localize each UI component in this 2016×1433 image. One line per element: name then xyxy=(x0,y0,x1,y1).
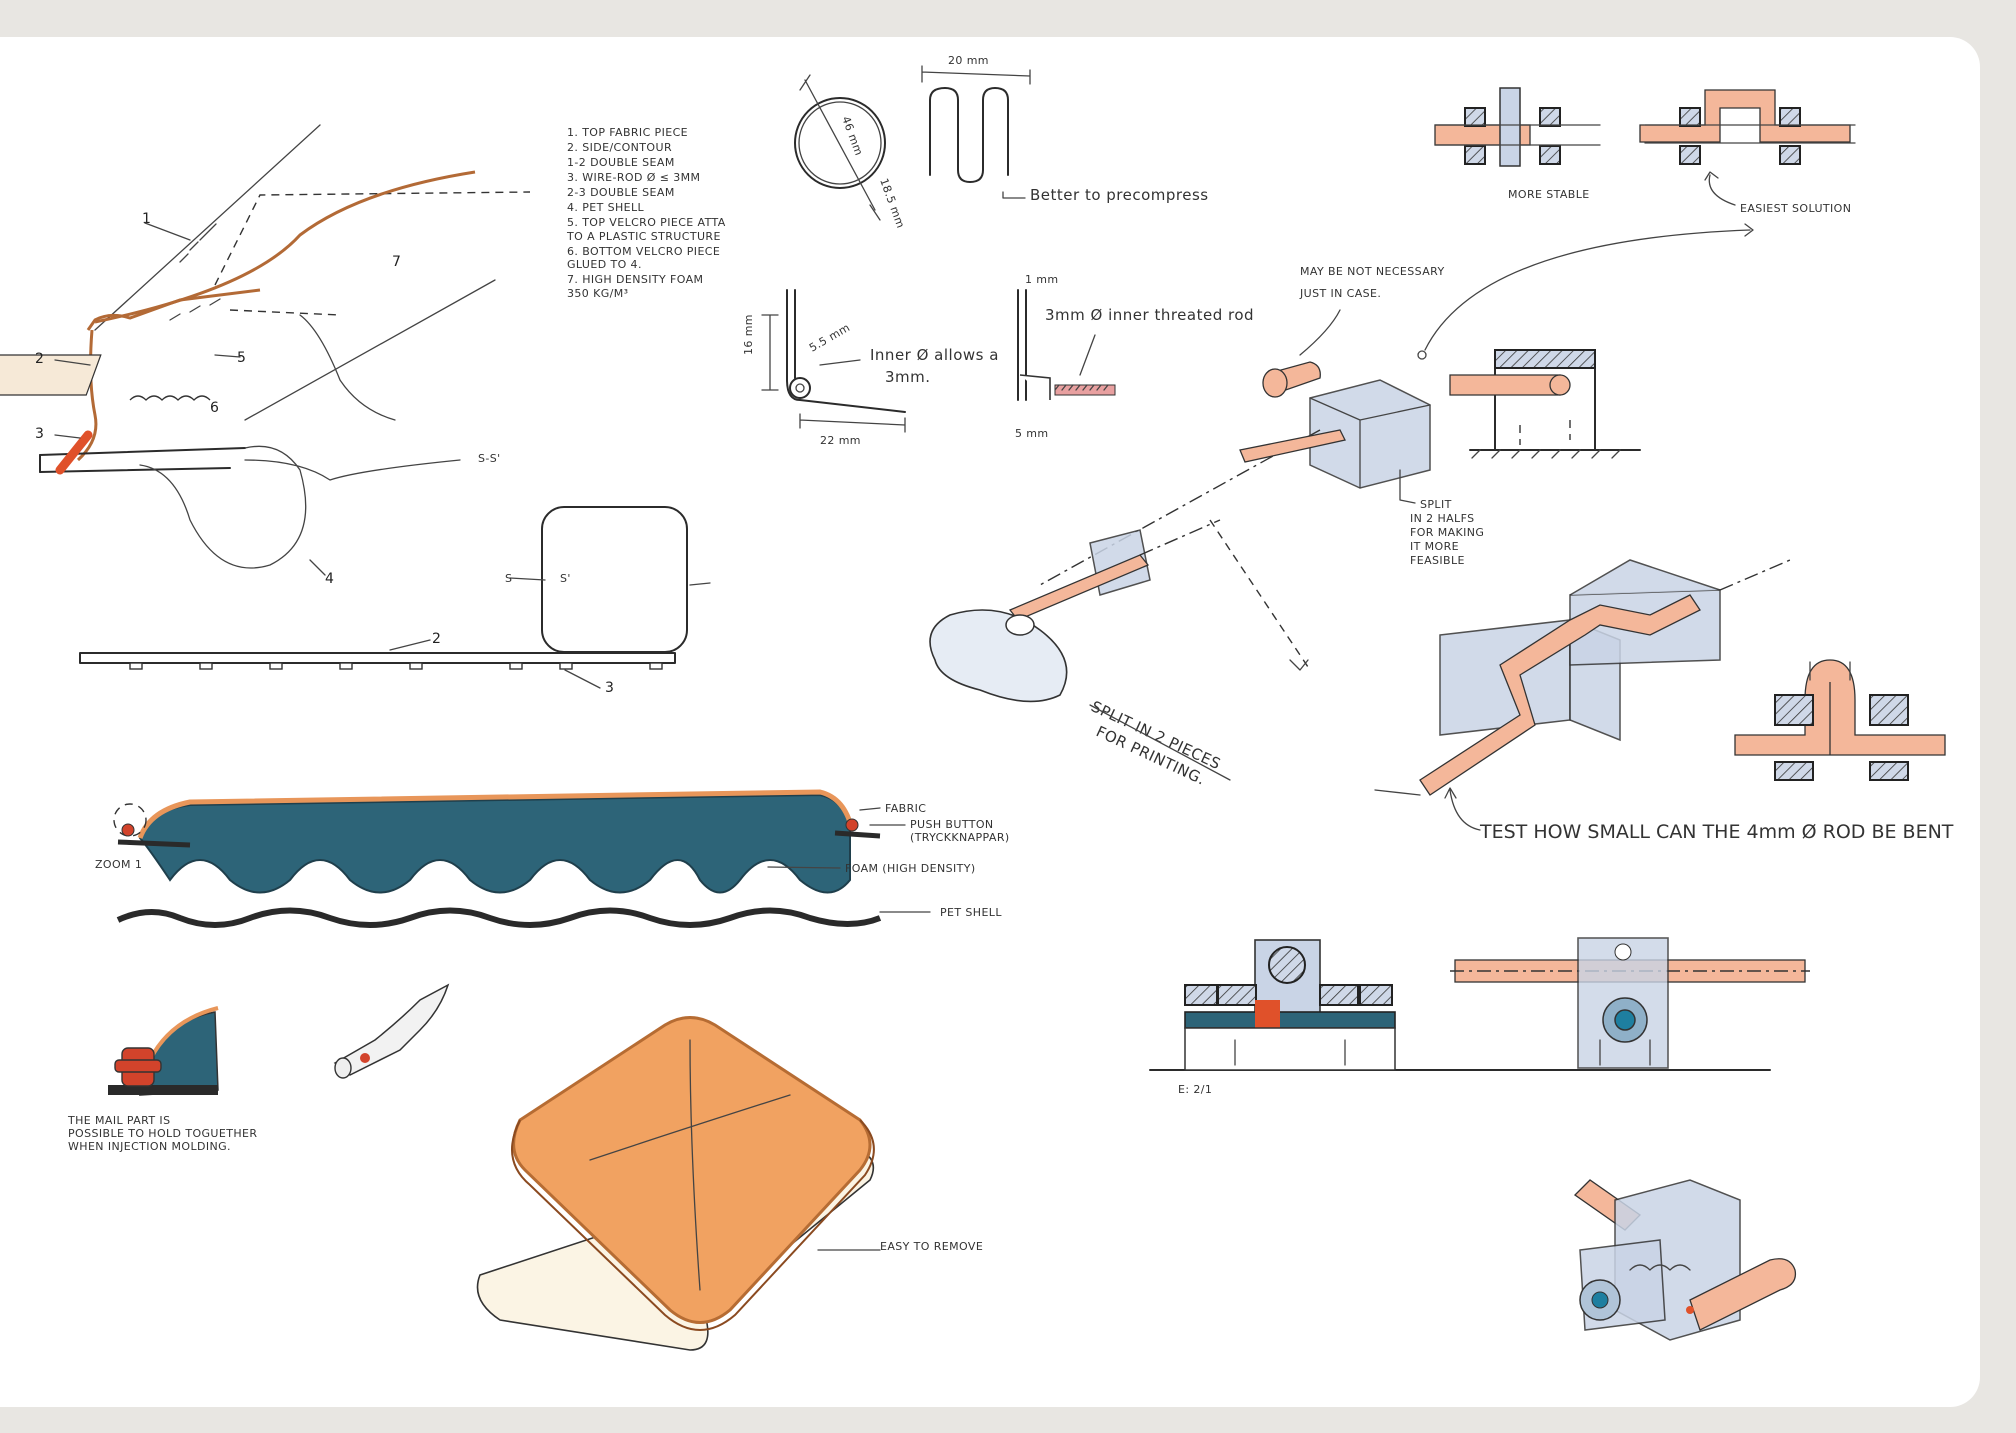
svg-text:5 mm: 5 mm xyxy=(1015,427,1049,440)
svg-text:MAY BE NOT NECESSARY: MAY BE NOT NECESSARY xyxy=(1300,265,1445,278)
svg-text:JUST IN CASE.: JUST IN CASE. xyxy=(1299,287,1381,300)
svg-text:1-2 DOUBLE SEAM: 1-2 DOUBLE SEAM xyxy=(567,156,675,169)
zoom-detail-sketch: THE MAIL PART IS POSSIBLE TO HOLD TOGUET… xyxy=(67,1006,257,1153)
svg-text:5. TOP VELCRO PIECE ATTA: 5. TOP VELCRO PIECE ATTA xyxy=(567,216,726,229)
svg-text:Better to precompress: Better to precompress xyxy=(1030,186,1209,204)
svg-text:1. TOP FABRIC PIECE: 1. TOP FABRIC PIECE xyxy=(567,126,688,139)
callout-2: 2 xyxy=(35,351,44,367)
svg-text:THE MAIL PART IS: THE MAIL PART IS xyxy=(67,1114,170,1127)
svg-text:3mm.: 3mm. xyxy=(885,368,931,386)
svg-text:18.5 mm: 18.5 mm xyxy=(877,177,907,231)
svg-text:GLUED TO 4.: GLUED TO 4. xyxy=(567,258,642,271)
svg-text:20 mm: 20 mm xyxy=(948,54,989,67)
svg-text:350 KG/M³: 350 KG/M³ xyxy=(567,287,628,300)
svg-text:TO A PLASTIC STRUCTURE: TO A PLASTIC STRUCTURE xyxy=(566,230,721,243)
cushion-render: EASY TO REMOVE xyxy=(476,1016,983,1351)
svg-text:2-3 DOUBLE SEAM: 2-3 DOUBLE SEAM xyxy=(567,186,675,199)
svg-text:ZOOM 1: ZOOM 1 xyxy=(95,858,142,871)
drawing-sheet xyxy=(0,37,1980,1407)
svg-text:3: 3 xyxy=(605,680,614,696)
svg-text:FABRIC: FABRIC xyxy=(885,802,926,815)
svg-text:22 mm: 22 mm xyxy=(820,434,861,447)
callout-1: 1 xyxy=(142,211,151,227)
z-bend-isometric-sketch xyxy=(1209,519,1791,796)
clip-part-sketch xyxy=(333,983,450,1079)
callout-4: 4 xyxy=(325,571,334,587)
svg-text:1 mm: 1 mm xyxy=(1025,273,1059,286)
svg-text:PET SHELL: PET SHELL xyxy=(940,906,1002,919)
callout-3: 3 xyxy=(35,426,44,442)
svg-text:2. SIDE/CONTOUR: 2. SIDE/CONTOUR xyxy=(567,141,672,154)
svg-text:2: 2 xyxy=(432,631,441,647)
svg-text:7. HIGH DENSITY FOAM: 7. HIGH DENSITY FOAM xyxy=(567,273,703,286)
hinge-dimension-sketch: 16 mm 5.5 mm 22 mm Inner Ø allows a 3mm. xyxy=(742,289,999,447)
svg-text:EASIEST SOLUTION: EASIEST SOLUTION xyxy=(1740,202,1851,215)
svg-text:16 mm: 16 mm xyxy=(742,314,755,355)
callout-6: 6 xyxy=(210,400,219,416)
svg-text:SPLIT: SPLIT xyxy=(1420,498,1452,511)
cushion-section-sketch: 1 2 3 4 5 6 7 S-S' xyxy=(0,124,531,587)
hook-part-sketch: SPLIT IN 2 PIECES FOR PRINTING. xyxy=(929,519,1231,789)
svg-text:IN 2 HALFS: IN 2 HALFS xyxy=(1410,512,1475,525)
threaded-rod-sketch: 3mm Ø inner threated rod 1 mm 5 mm xyxy=(1015,273,1254,440)
svg-text:PUSH BUTTON: PUSH BUTTON xyxy=(910,818,994,831)
svg-text:S: S xyxy=(505,572,512,585)
svg-text:3. WIRE-ROD Ø ≤ 3MM: 3. WIRE-ROD Ø ≤ 3MM xyxy=(567,171,700,184)
svg-text:3mm Ø inner threated rod: 3mm Ø inner threated rod xyxy=(1045,306,1254,324)
svg-text:EASY TO REMOVE: EASY TO REMOVE xyxy=(880,1240,983,1253)
omega-section-sketch xyxy=(1734,659,1946,781)
svg-text:IT MORE: IT MORE xyxy=(1410,540,1459,553)
ring-dimension-sketch: 46 mm 18.5 mm 20 mm Better to precompres… xyxy=(794,54,1209,231)
svg-text:FEASIBLE: FEASIBLE xyxy=(1410,554,1465,567)
assembly-isometric-sketch xyxy=(1573,1179,1797,1341)
svg-text:FOR MAKING: FOR MAKING xyxy=(1410,526,1484,539)
svg-text:S': S' xyxy=(560,572,571,585)
side-elevation-sketch xyxy=(1449,349,1641,459)
bracket-isometric-sketch: MAY BE NOT NECESSARY JUST IN CASE. SPLIT… xyxy=(1039,265,1484,586)
svg-text:4. PET SHELL: 4. PET SHELL xyxy=(567,201,645,214)
svg-text:MORE STABLE: MORE STABLE xyxy=(1508,188,1590,201)
section-label: S-S' xyxy=(478,452,501,465)
svg-text:POSSIBLE TO HOLD TOGUETHER: POSSIBLE TO HOLD TOGUETHER xyxy=(68,1127,257,1140)
plan-view-sketch: S S' 2 3 xyxy=(79,506,711,696)
svg-text:5.5 mm: 5.5 mm xyxy=(807,321,852,355)
callout-7: 7 xyxy=(392,254,401,270)
svg-text:Inner Ø allows a: Inner Ø allows a xyxy=(870,346,999,364)
svg-text:FOAM (HIGH DENSITY): FOAM (HIGH DENSITY) xyxy=(845,862,976,875)
test-bend-note: TEST HOW SMALL CAN THE 4mm Ø ROD BE BENT xyxy=(1479,821,1954,843)
callout-5: 5 xyxy=(237,350,246,366)
svg-text:6. BOTTOM VELCRO PIECE: 6. BOTTOM VELCRO PIECE xyxy=(567,245,720,258)
front-elevation-sketch: E: 2/1 xyxy=(1149,937,1810,1096)
svg-text:WHEN INJECTION MOLDING.: WHEN INJECTION MOLDING. xyxy=(68,1140,231,1153)
svg-text:E: 2/1: E: 2/1 xyxy=(1178,1083,1212,1096)
joint-comparison-sketch: MORE STABLE EASIEST SOLUTION xyxy=(1417,87,1856,360)
svg-text:(TRYCKKNAPPAR): (TRYCKKNAPPAR) xyxy=(910,831,1010,844)
parts-legend: 1. TOP FABRIC PIECE 2. SIDE/CONTOUR 1-2 … xyxy=(566,126,726,300)
foam-cross-section: FABRIC PUSH BUTTON (TRYCKKNAPPAR) FOAM (… xyxy=(95,789,1010,928)
